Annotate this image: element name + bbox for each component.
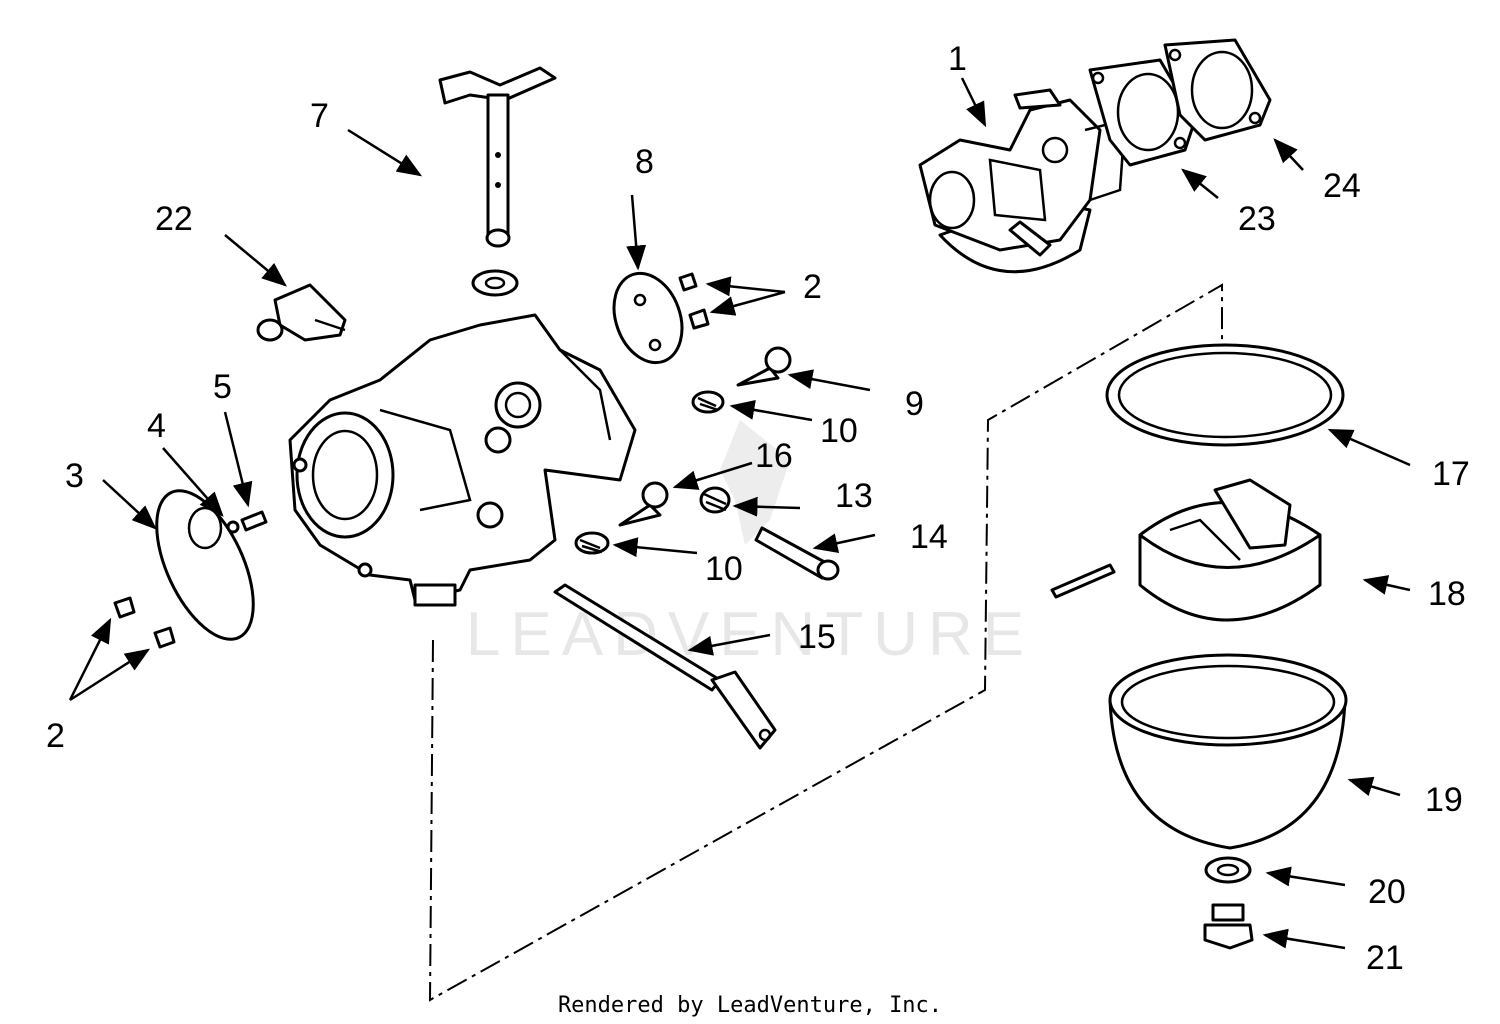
part-9-needle-screw — [736, 346, 792, 387]
part-16-needle-screw — [618, 481, 669, 527]
alignment-lines — [428, 283, 1223, 1002]
callout-21: 21 — [1366, 939, 1404, 977]
callout-14: 14 — [910, 518, 948, 556]
carburetor-body — [288, 313, 637, 607]
part-15-choke-shaft — [553, 583, 777, 750]
part-7-throttle-shaft — [438, 66, 557, 248]
callout-10-lower: 10 — [705, 550, 743, 588]
callout-13: 13 — [835, 477, 873, 515]
callout-24: 24 — [1323, 167, 1361, 205]
part-3-cover-plate — [155, 489, 255, 641]
footer-credit: Rendered by LeadVenture, Inc. — [558, 993, 942, 1018]
cover-plate-screws — [113, 596, 176, 649]
callout-3: 3 — [65, 457, 84, 495]
callout-23: 23 — [1238, 200, 1276, 238]
watermark: LEADVENTURE — [466, 420, 1034, 669]
part-1-carburetor-assembly — [918, 88, 1127, 274]
callout-22: 22 — [155, 200, 193, 238]
part-4-check-ball — [226, 520, 240, 534]
callout-5: 5 — [213, 368, 232, 406]
callout-2-cover-screws: 2 — [46, 717, 65, 755]
callout-1: 1 — [948, 40, 967, 78]
callout-7: 7 — [310, 97, 329, 135]
callout-10-upper: 10 — [820, 412, 858, 450]
part-5-spring — [240, 510, 268, 532]
callout-9: 9 — [905, 385, 924, 423]
part-8-choke-plate — [612, 271, 684, 365]
part-14-hinge-pin — [754, 526, 840, 581]
part-22-fuel-fitting — [256, 283, 347, 342]
part-17-bowl-gasket — [1105, 343, 1345, 447]
part-10-spring-upper — [691, 390, 725, 414]
callout-20: 20 — [1368, 873, 1406, 911]
callout-8: 8 — [635, 143, 654, 181]
callout-18: 18 — [1428, 575, 1466, 613]
callout-4: 4 — [147, 407, 166, 445]
watermark-text: LEADVENTURE — [466, 600, 1034, 669]
callout-labels: 1 2 2 2 3 4 5 7 8 9 10 10 13 14 15 16 17… — [46, 40, 1470, 977]
callout-19: 19 — [1425, 781, 1463, 819]
part-21-bowl-nut — [1203, 903, 1254, 950]
leader-arrows — [68, 77, 1411, 950]
part-20-washer — [1204, 856, 1252, 884]
part-19-float-bowl — [1108, 653, 1348, 850]
throttle-seal-washer — [471, 269, 519, 297]
part-24-gasket — [1163, 38, 1272, 142]
callout-2-choke-screws: 2 — [803, 268, 822, 306]
callout-16: 16 — [755, 437, 793, 475]
part-18-float — [1138, 478, 1322, 622]
callout-17: 17 — [1432, 455, 1470, 493]
callout-15: 15 — [798, 618, 836, 656]
part-13-spring — [699, 486, 731, 514]
part-10-spring-lower — [574, 531, 610, 555]
choke-plate-screws — [678, 272, 710, 330]
float-hinge-pin — [1050, 563, 1116, 599]
